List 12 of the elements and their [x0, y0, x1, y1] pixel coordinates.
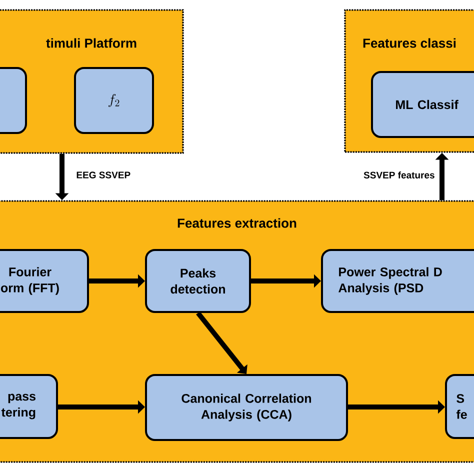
process-box: S fe: [445, 374, 474, 439]
process-box: $f_2$: [74, 67, 154, 134]
arrow: [196, 311, 248, 374]
process-box: Canonical Correlation Analysis (CCA): [145, 374, 348, 441]
edge-label: SSVEP features: [362, 170, 436, 180]
process-box: [0, 67, 27, 134]
process-box: pass tering: [0, 374, 58, 439]
process-box: Fourier orm (FFT): [0, 249, 89, 313]
process-box: Peaks detection: [145, 249, 251, 313]
process-box: ML Classif: [371, 71, 474, 138]
process-box: Power Spectral D Analysis (PSD: [321, 249, 474, 313]
edge-label: EEG SSVEP: [75, 170, 132, 180]
